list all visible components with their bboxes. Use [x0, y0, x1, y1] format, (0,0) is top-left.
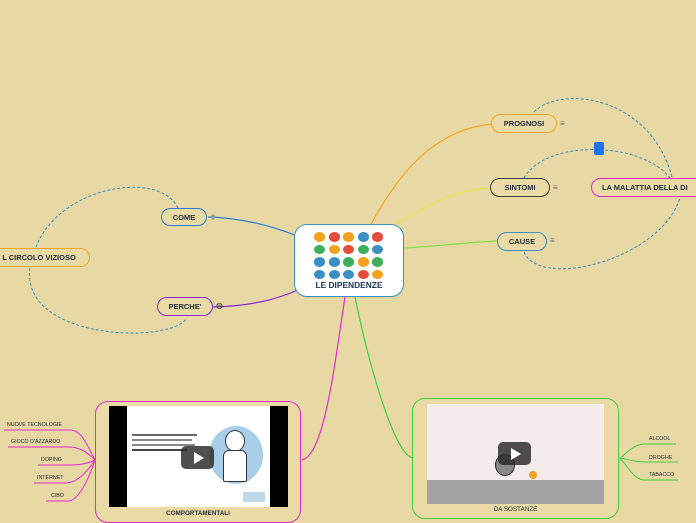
relation-come-circolo — [35, 186, 179, 248]
relation-circolo-perche — [29, 267, 188, 334]
notes-icon[interactable]: ≡ — [550, 236, 555, 245]
branch-sintomi — [389, 187, 492, 229]
dependency-icon — [314, 244, 325, 255]
play-button[interactable] — [498, 442, 531, 465]
leaf-doping[interactable]: DOPING — [41, 457, 62, 463]
topic-comportamentali[interactable]: COMPORTAMENTALI — [95, 401, 301, 523]
dependency-icon — [314, 269, 325, 280]
dependency-icon — [357, 257, 369, 267]
branch-sostanze — [354, 296, 414, 459]
leaf-internet[interactable]: INTERNET — [37, 475, 64, 481]
topic-circolo-vizioso[interactable]: L CIRCOLO VIZIOSO — [0, 248, 90, 267]
branch-comportamentali — [301, 296, 346, 461]
relation-sintomi-malattia — [523, 149, 671, 179]
leaf-lines-comportamentali — [4, 429, 96, 502]
dependency-icon — [372, 244, 383, 255]
dependency-icon — [343, 244, 354, 255]
dependency-icon — [357, 244, 369, 255]
topic-malattia-label: LA MALATTIA DELLA DI — [602, 183, 688, 192]
blue-square-icon[interactable] — [594, 142, 604, 155]
topic-circolo-label: L CIRCOLO VIZIOSO — [2, 253, 76, 262]
play-button[interactable] — [181, 446, 214, 469]
topic-da-sostanze[interactable]: DA SOSTANZE — [412, 398, 619, 519]
branch-cause — [403, 240, 499, 249]
topic-malattia[interactable]: LA MALATTIA DELLA DI — [591, 178, 696, 197]
central-topic[interactable]: LE DIPENDENZE — [294, 224, 404, 297]
dependency-icon — [314, 232, 325, 242]
dependency-icon — [357, 232, 369, 242]
dependency-icon — [343, 232, 354, 242]
branch-prognosi — [369, 123, 493, 227]
relation-cause-malattia — [523, 197, 681, 270]
topic-prognosi[interactable]: PROGNOSI — [491, 114, 557, 133]
diamond-icon[interactable]: ◆ — [210, 212, 217, 221]
dependency-icon — [314, 257, 325, 267]
dependency-icon — [328, 232, 340, 242]
relation-prognosi-malattia — [533, 98, 673, 178]
dependency-icon — [372, 269, 383, 280]
topic-perche[interactable]: PERCHE' — [157, 297, 213, 316]
leaf-alcool[interactable]: ALCOOL — [649, 436, 671, 442]
topic-sintomi-label: SINTOMI — [504, 183, 536, 192]
leaf-lines-sostanze — [619, 443, 678, 481]
leaf-nuove-tecnologie[interactable]: NUOVE TECNOLOGIE — [7, 422, 62, 428]
comportamentali-label: COMPORTAMENTALI — [166, 510, 230, 517]
dependency-icon — [328, 257, 340, 267]
leaf-gioco-azzardo[interactable]: GIOCO D'AZZARDO — [11, 439, 61, 445]
branch-come — [207, 216, 298, 237]
dependency-icon — [357, 269, 369, 280]
leaf-tabacco[interactable]: TABACCO — [649, 472, 675, 478]
topic-come-label: COME — [172, 212, 196, 222]
dependency-icon — [328, 269, 340, 280]
dependency-icon — [372, 257, 383, 267]
video-thumbnail-comportamentali[interactable] — [109, 406, 288, 507]
topic-cause-label: CAUSE — [508, 237, 536, 246]
leaf-droghe[interactable]: DROGHE — [649, 455, 673, 461]
notes-icon[interactable]: ≡ — [560, 119, 565, 128]
topic-come[interactable]: COME — [161, 208, 207, 226]
leaf-cibo[interactable]: CIBO — [51, 493, 64, 499]
central-topic-title: LE DIPENDENZE — [315, 280, 383, 290]
dependency-icon — [328, 244, 340, 255]
dependency-icon — [372, 232, 383, 242]
branch-perche — [212, 289, 299, 308]
topic-sintomi[interactable]: SINTOMI — [490, 178, 550, 197]
topic-prognosi-label: PROGNOSI — [503, 119, 545, 128]
notes-icon[interactable]: ≡ — [553, 183, 558, 192]
topic-cause[interactable]: CAUSE — [497, 232, 547, 251]
dependency-icons-grid — [314, 232, 386, 280]
dependency-icon — [343, 269, 354, 280]
topic-perche-label: PERCHE' — [168, 302, 202, 311]
sostanze-label: DA SOSTANZE — [493, 506, 538, 513]
dependency-icon — [343, 257, 354, 267]
video-thumbnail-sostanze[interactable] — [427, 404, 604, 504]
globe-icon[interactable]: ◍ — [216, 301, 223, 310]
